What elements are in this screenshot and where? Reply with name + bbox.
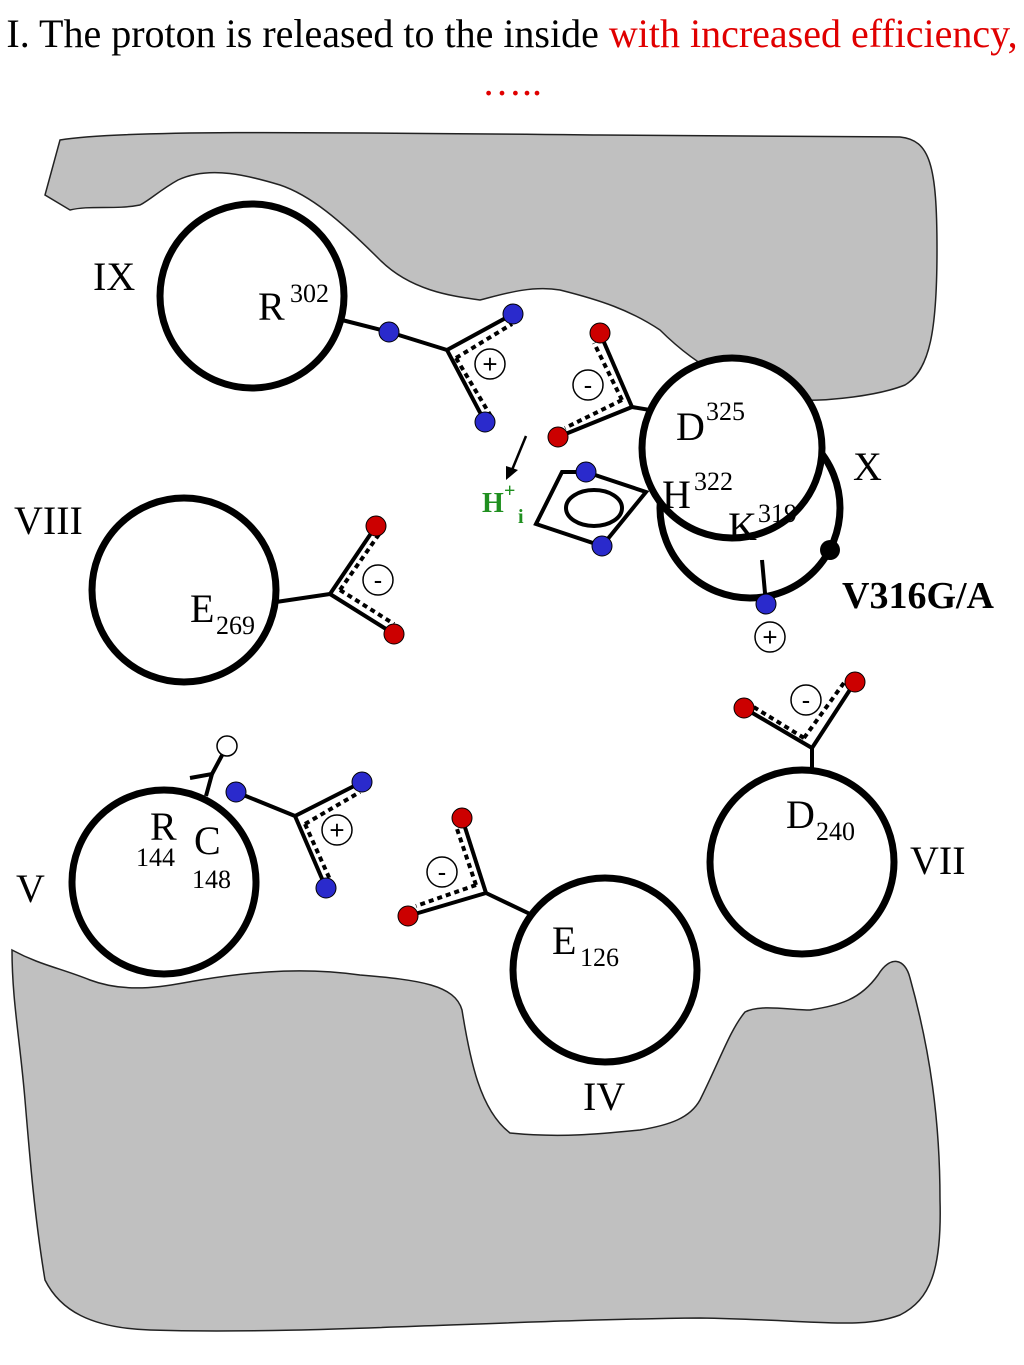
bottom-membrane-region: [11, 948, 941, 1332]
r302-charge: +: [482, 349, 497, 379]
residue-h322-letter: H: [662, 472, 691, 517]
arg302-guanidinium: +: [341, 303, 524, 433]
helix-ix-label: IX: [93, 254, 135, 299]
lys319-amine: +: [754, 559, 786, 653]
arg144-guanidinium: +: [225, 771, 373, 899]
helix-ix-circle: [156, 200, 348, 392]
proton-charge: +: [504, 480, 515, 502]
d240-charge: -: [802, 685, 811, 715]
glu126-carboxylate: -: [397, 807, 531, 927]
residue-e269-number: 269: [216, 611, 255, 640]
helix-iv-circle: [509, 874, 701, 1066]
helix-x-label: X: [853, 444, 882, 489]
residue-e269-letter: E: [190, 586, 214, 631]
helix-vii-label: VII: [910, 838, 966, 883]
asp240-carboxylate: -: [733, 671, 866, 770]
helix-vii-circle: [706, 766, 898, 958]
cys148-thiol: [189, 735, 238, 797]
residue-r302-letter: R: [258, 284, 285, 329]
his322-imidazole: [533, 461, 650, 557]
title-highlight: with increased efficiency, …..: [482, 11, 1018, 104]
top-membrane-region: [44, 131, 938, 402]
proton-release-arrow: [506, 435, 528, 480]
figure-title: I. The proton is released to the inside …: [0, 10, 1024, 106]
residue-e126-number: 126: [580, 943, 619, 972]
helix-iv-label: IV: [583, 1074, 625, 1119]
proton-compartment: i: [518, 506, 524, 528]
residue-r144-number: 144: [136, 843, 175, 872]
residue-c148-number: 148: [192, 865, 231, 894]
v316-mutation-marker: [820, 540, 840, 560]
helix-v-circle: [68, 786, 260, 978]
residue-r302-number: 302: [290, 279, 329, 308]
e126-charge: -: [438, 857, 447, 887]
residue-h322-number: 322: [694, 467, 733, 496]
d325-charge: -: [584, 370, 593, 400]
residue-d240-letter: D: [786, 792, 815, 837]
e269-charge: -: [374, 565, 383, 595]
helix-x-upper-circle: [638, 354, 826, 542]
glu269-carboxylate: -: [275, 515, 405, 645]
proton-symbol: H: [482, 488, 504, 519]
residue-d325-number: 325: [706, 397, 745, 426]
helix-viii-label: VIII: [14, 498, 83, 543]
residue-d325-letter: D: [676, 404, 705, 449]
helix-v-label: V: [16, 866, 45, 911]
residue-k319-number: 319: [758, 499, 797, 528]
residue-r144-letter: R: [150, 804, 177, 849]
k319-charge: +: [762, 622, 777, 652]
title-text: I. The proton is released to the inside: [6, 11, 609, 56]
helix-viii-circle: [88, 494, 280, 686]
residue-c148-letter: C: [194, 818, 221, 863]
residue-k319-letter: K: [728, 504, 757, 549]
residue-e126-letter: E: [552, 918, 576, 963]
r144-charge: +: [329, 815, 344, 845]
residue-d240-number: 240: [816, 817, 855, 846]
mutation-label: V316G/A: [842, 575, 995, 617]
